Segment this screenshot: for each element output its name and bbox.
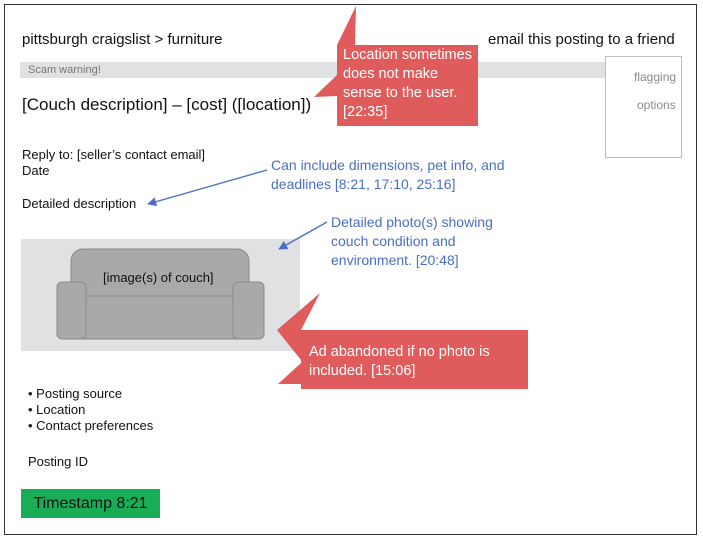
breadcrumb[interactable]: pittsburgh craigslist > furniture (22, 31, 223, 48)
list-item: • Location (28, 402, 86, 417)
location-callout-shape (314, 6, 478, 126)
options-label[interactable]: options (637, 98, 676, 112)
dimensions-arrow (147, 169, 268, 207)
list-item: • Posting source (28, 386, 123, 401)
email-posting-link[interactable]: email this posting to a friend (488, 31, 675, 48)
detailed-description: Detailed description (22, 196, 137, 211)
posting-title: [Couch description] – [cost] ([location]… (22, 95, 312, 114)
posting-date: Date (22, 163, 50, 178)
location-callout-text: Location sometimes does not make sense t… (343, 47, 472, 120)
photo-arrow (278, 221, 328, 250)
photo-annotation: Detailed photo(s) showing couch conditio… (331, 214, 493, 268)
posting-id: Posting ID (28, 454, 88, 469)
image-placeholder-label: [image(s) of couch] (103, 270, 214, 285)
list-item: • Contact preferences (28, 418, 154, 433)
photo-callout-shape (277, 293, 528, 389)
reply-to-field[interactable]: Reply to: [seller’s contact email] (22, 147, 206, 162)
dimensions-annotation: Can include dimensions, pet info, and de… (271, 157, 505, 192)
photo-callout-text: Ad abandoned if no photo is included. [1… (309, 344, 490, 379)
scam-warning-link[interactable]: Scam warning! (28, 64, 101, 76)
posting-meta-list: • Posting source • Location • Contact pr… (28, 386, 153, 434)
flagging-options-box (605, 56, 682, 158)
flagging-label[interactable]: flagging (634, 70, 677, 84)
timestamp-badge: Timestamp 8:21 (21, 489, 160, 518)
couch-icon (56, 248, 265, 340)
